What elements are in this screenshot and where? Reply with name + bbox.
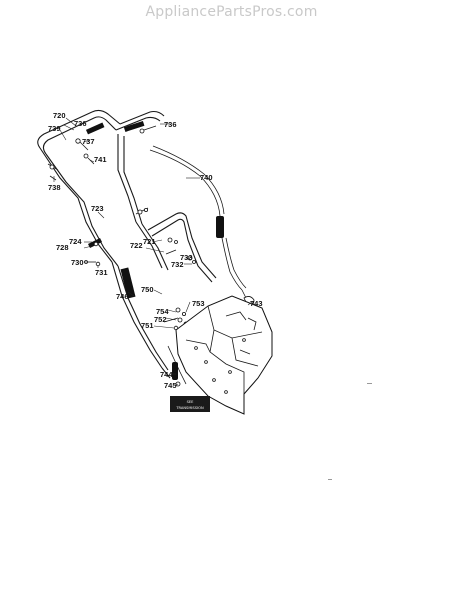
label-737: 737 — [82, 137, 95, 146]
label-724: 724 — [69, 237, 82, 246]
label-744: 744 — [160, 370, 173, 379]
label-738: 738 — [48, 183, 61, 192]
label-741: 741 — [94, 155, 107, 164]
note-line1: SEE — [187, 400, 195, 404]
leader-lines — [53, 117, 253, 386]
label-736-right: 736 — [164, 120, 177, 129]
lower-handle — [111, 212, 217, 385]
label-752: 752 — [154, 315, 167, 324]
label-736-left: 736 — [74, 119, 87, 128]
label-753: 753 — [192, 299, 205, 308]
transmission-note-box: SEE TRANSMISSION — [170, 396, 210, 412]
watermark-text: AppliancePartsPros.com — [145, 4, 318, 20]
label-730: 730 — [71, 258, 84, 267]
label-740: 740 — [200, 173, 213, 182]
label-723: 723 — [91, 204, 104, 213]
note-line2: TRANSMISSION — [175, 406, 204, 410]
label-745: 745 — [164, 381, 177, 390]
lower-grip — [120, 267, 136, 299]
upper-handle — [37, 109, 165, 267]
handle-grip-right — [123, 121, 145, 132]
label-721: 721 — [143, 237, 156, 246]
label-728: 728 — [56, 243, 69, 252]
handle-grip-left — [85, 122, 105, 135]
label-746: 746 — [116, 292, 129, 301]
transmission-plate — [175, 295, 273, 415]
label-739: 739 — [48, 124, 61, 133]
label-732: 732 — [171, 260, 184, 269]
label-751: 751 — [141, 321, 154, 330]
label-733: 733 — [180, 253, 193, 262]
label-754: 754 — [156, 307, 169, 316]
label-750: 750 — [141, 285, 154, 294]
label-722: 722 — [130, 241, 143, 250]
label-731: 731 — [95, 268, 108, 277]
part-labels: 720 739 736 736 737 741 738 740 723 724 … — [48, 111, 263, 390]
control-cable — [149, 145, 255, 307]
label-743: 743 — [250, 299, 263, 308]
hardware — [75, 125, 196, 387]
label-720: 720 — [53, 111, 66, 120]
